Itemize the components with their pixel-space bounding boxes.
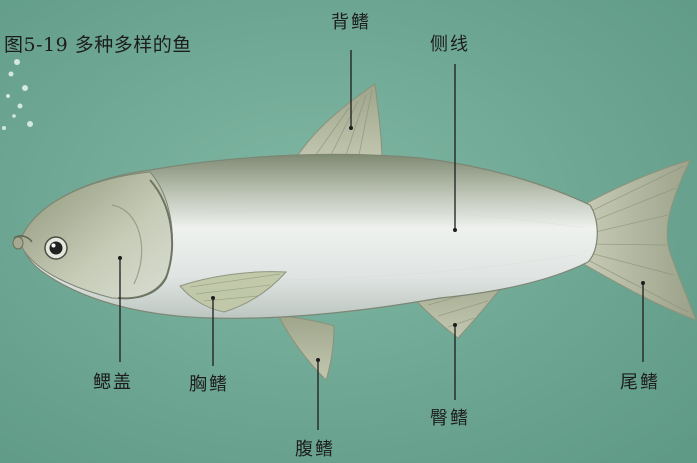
dorsal-fin-label: 背鳍	[331, 14, 371, 32]
pelvic-fin-label: 腹鳍	[295, 441, 335, 459]
gill-cover-label: 鳃盖	[93, 374, 133, 392]
figure-caption: 图5-19 多种多样的鱼	[4, 36, 192, 55]
lateral-line-label: 侧线	[430, 36, 470, 54]
pectoral-fin-label: 胸鳍	[189, 376, 229, 394]
caudal-fin-label: 尾鳍	[620, 374, 660, 392]
anal-fin-label: 臀鳍	[430, 410, 470, 428]
